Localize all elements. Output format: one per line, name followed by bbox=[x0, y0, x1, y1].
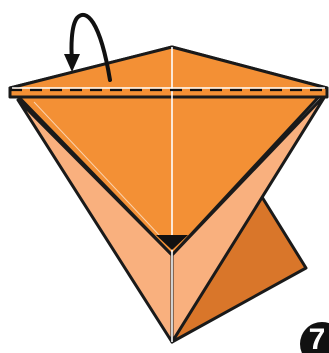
step-number: 7 bbox=[309, 323, 326, 353]
fold-arrow-head-icon bbox=[64, 54, 80, 72]
